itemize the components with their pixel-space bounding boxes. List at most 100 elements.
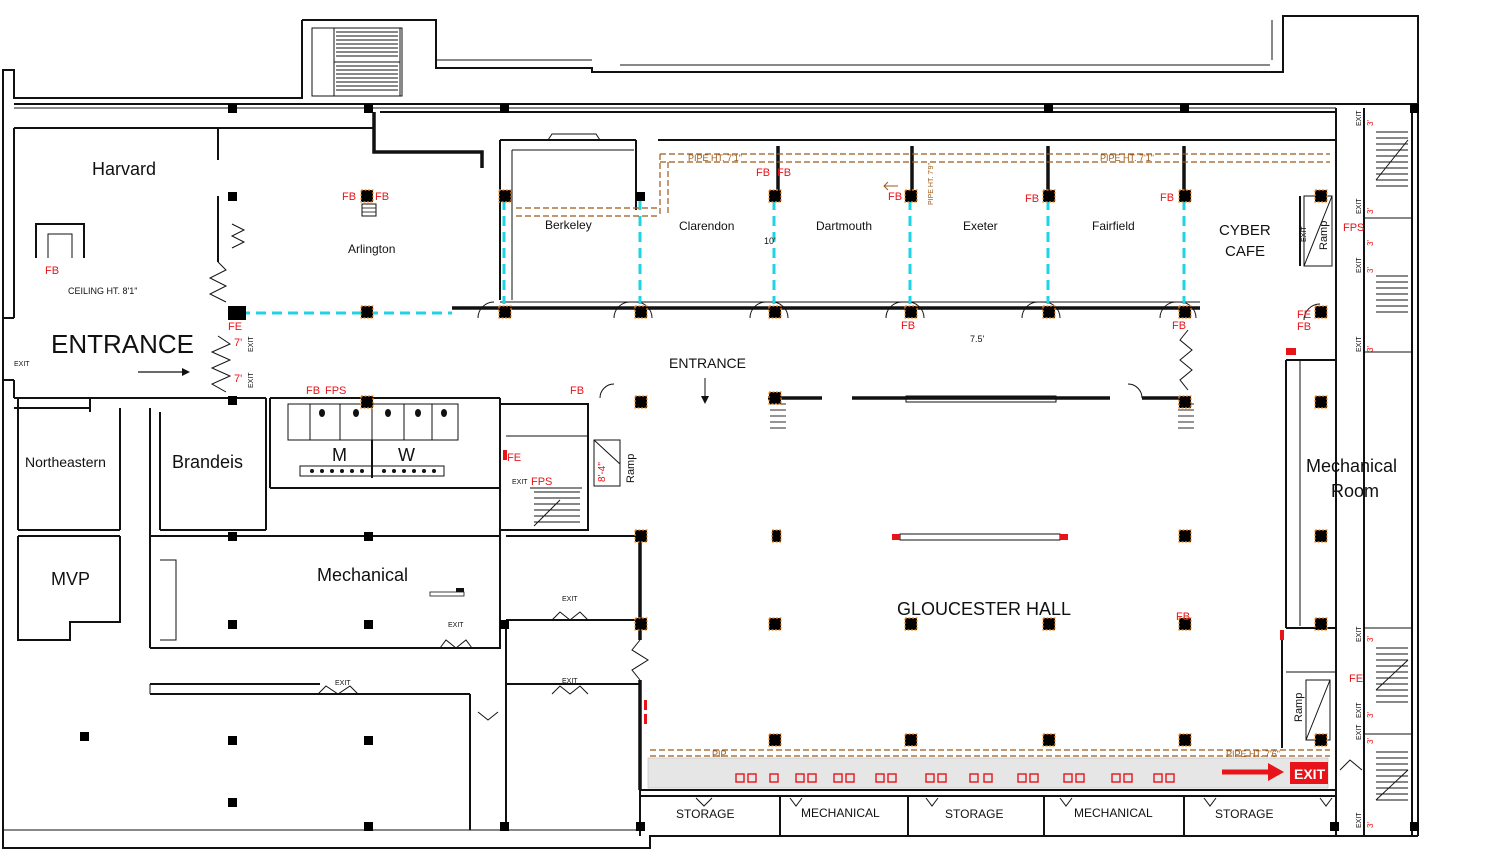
room-arlington: Arlington	[348, 242, 395, 256]
fire-extinguisher-label: FE	[507, 452, 521, 464]
fire-blanket-label: FB	[570, 385, 584, 397]
exit-label: EXIT	[1356, 702, 1363, 718]
exit-label: EXIT	[1356, 626, 1363, 642]
exit-label: EXIT	[1356, 257, 1363, 273]
dimension-3ft: 3'	[1366, 636, 1375, 642]
room-fairfield: Fairfield	[1092, 219, 1135, 233]
gloucester-hall-walls	[631, 329, 1336, 791]
fire-extinguisher-label: FE	[1297, 309, 1311, 321]
exit-label: EXIT	[335, 680, 351, 687]
exit-label: EXIT	[562, 678, 578, 685]
room-dartmouth: Dartmouth	[816, 219, 872, 233]
movable-partitions	[240, 200, 1186, 315]
exit-label: EXIT	[248, 372, 255, 388]
room-mechanical-bottom-2: MECHANICAL	[1074, 806, 1153, 820]
fire-blanket-label: FB	[1172, 320, 1186, 332]
dimension-3ft: 3'	[1366, 822, 1375, 828]
room-cyber-cafe-line1: CYBER	[1219, 222, 1271, 239]
pipe-lines	[516, 153, 1330, 757]
meeting-rooms-walls	[372, 112, 1336, 310]
entrance-arrow-icon	[138, 368, 190, 376]
room-mechanical-room-line2: Room	[1331, 481, 1379, 501]
exit-sign: EXIT	[1222, 762, 1328, 784]
ramp-label: Ramp	[1318, 221, 1330, 250]
dimension-7ft: 7'	[234, 373, 242, 385]
dimension-3ft: 3'	[1366, 346, 1375, 352]
room-berkeley: Berkeley	[545, 218, 592, 232]
door-swings	[477, 301, 1321, 399]
room-mechanical: Mechanical	[317, 565, 408, 585]
pipe-label: PIP	[712, 749, 727, 759]
fire-pull-station-label: FPS	[325, 385, 346, 397]
exit-label: EXIT	[1356, 724, 1363, 740]
fire-blanket-label: FB	[1025, 193, 1039, 205]
exit-label: EXIT	[248, 336, 255, 352]
exit-sign-text: EXIT	[1294, 766, 1326, 782]
dimension-7ft: 7'	[234, 337, 242, 349]
room-gloucester-hall: GLOUCESTER HALL	[897, 599, 1071, 619]
room-clarendon: Clarendon	[679, 219, 734, 233]
fire-blanket-label: FB	[306, 385, 320, 397]
exit-label: EXIT	[1356, 336, 1363, 352]
fire-pull-station-label: FPS	[1343, 222, 1364, 234]
hall-entrance-label: ENTRANCE	[669, 355, 746, 371]
room-northeastern: Northeastern	[25, 454, 106, 470]
harvard-niche	[35, 223, 85, 258]
fire-blanket-label: FB	[375, 191, 389, 203]
fire-blanket-label: FB	[1176, 611, 1190, 623]
inner-stair-block	[499, 403, 621, 531]
room-womens: W	[398, 445, 415, 465]
fire-blanket-label: FB	[1297, 321, 1311, 333]
room-mechanical-room-line1: Mechanical	[1306, 456, 1397, 476]
dimension-3ft: 3'	[1366, 267, 1375, 273]
left-wing-walls	[3, 128, 640, 830]
fire-blanket-label: FB	[45, 265, 59, 277]
fire-blanket-label: FB	[756, 167, 770, 179]
exit-label: EXIT	[1356, 198, 1363, 214]
exit-door-symbols	[317, 611, 1363, 771]
fire-alarm-device-markers	[503, 348, 1296, 724]
exit-label: EXIT	[448, 622, 464, 629]
room-storage-1: STORAGE	[676, 807, 734, 821]
hall-entrance-arrow-icon	[701, 378, 709, 404]
ceiling-height-label: CEILING HT. 8'1"	[68, 286, 137, 296]
room-harvard: Harvard	[92, 159, 156, 179]
exit-label: EXIT	[512, 479, 528, 486]
dimension-7-5ft: 7.5'	[970, 334, 985, 344]
exit-label: EXIT	[562, 596, 578, 603]
exit-path-markers	[735, 773, 1175, 783]
fire-extinguisher-label: FE	[228, 321, 242, 333]
fire-blanket-label: FB	[777, 167, 791, 179]
pipe-height-label: PIPE HT. 7'1"	[1100, 153, 1154, 163]
exit-label: EXIT	[1356, 812, 1363, 828]
pipe-height-label: PIPE HT. 7'9"	[928, 163, 935, 205]
top-stairwell	[311, 27, 403, 97]
dimension-3ft: 3'	[1366, 208, 1375, 214]
equipment-icon	[429, 588, 465, 597]
pipe-height-label: PIPE HT. 7'6"	[1226, 749, 1280, 759]
room-mens: M	[332, 445, 347, 465]
room-brandeis: Brandeis	[172, 452, 243, 472]
exit-label: EXIT	[14, 361, 30, 368]
fire-blanket-label: FB	[901, 320, 915, 332]
dimension-3ft: 3'	[1366, 240, 1375, 246]
dimension-8ft4in: 8'-4"	[597, 462, 608, 482]
fire-blanket-label: FB	[342, 191, 356, 203]
dimension-3ft: 3'	[1366, 738, 1375, 744]
room-storage-3: STORAGE	[1215, 807, 1273, 821]
exit-label: EXIT	[1301, 226, 1308, 242]
pipe-height-label: PIPE HT. 7'1"	[688, 153, 742, 163]
fire-blanket-label: FB	[1160, 192, 1174, 204]
ramp-label: Ramp	[1293, 693, 1305, 722]
dimension-3ft: 3'	[1366, 120, 1375, 126]
restroom-fixtures	[287, 403, 459, 478]
exit-label: EXIT	[1356, 110, 1363, 126]
ramp-label: Ramp	[625, 454, 637, 483]
room-storage-2: STORAGE	[945, 807, 1003, 821]
direction-arrow-icon	[883, 181, 898, 191]
fire-extinguisher-label: FE	[1349, 673, 1363, 685]
structural-columns	[80, 104, 1419, 831]
building-outline	[2, 15, 1419, 849]
right-stair-towers	[1363, 108, 1413, 836]
